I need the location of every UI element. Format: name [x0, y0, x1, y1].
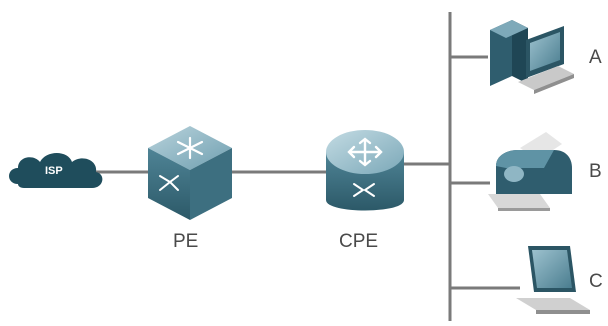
laptop-icon [516, 246, 590, 314]
endpoint-a-label: A [589, 47, 602, 68]
cpe-label: CPE [339, 231, 379, 252]
cloud-icon [9, 153, 103, 188]
isp-label: ISP [45, 165, 63, 177]
links [96, 12, 520, 321]
endpoint-c-label: C [589, 271, 603, 292]
pe-label: PE [173, 231, 199, 252]
desktop-computer-icon [490, 20, 574, 94]
switch-icon [148, 126, 232, 220]
printer-icon [488, 132, 572, 211]
endpoint-b-label: B [589, 161, 602, 182]
router-icon [326, 130, 404, 211]
